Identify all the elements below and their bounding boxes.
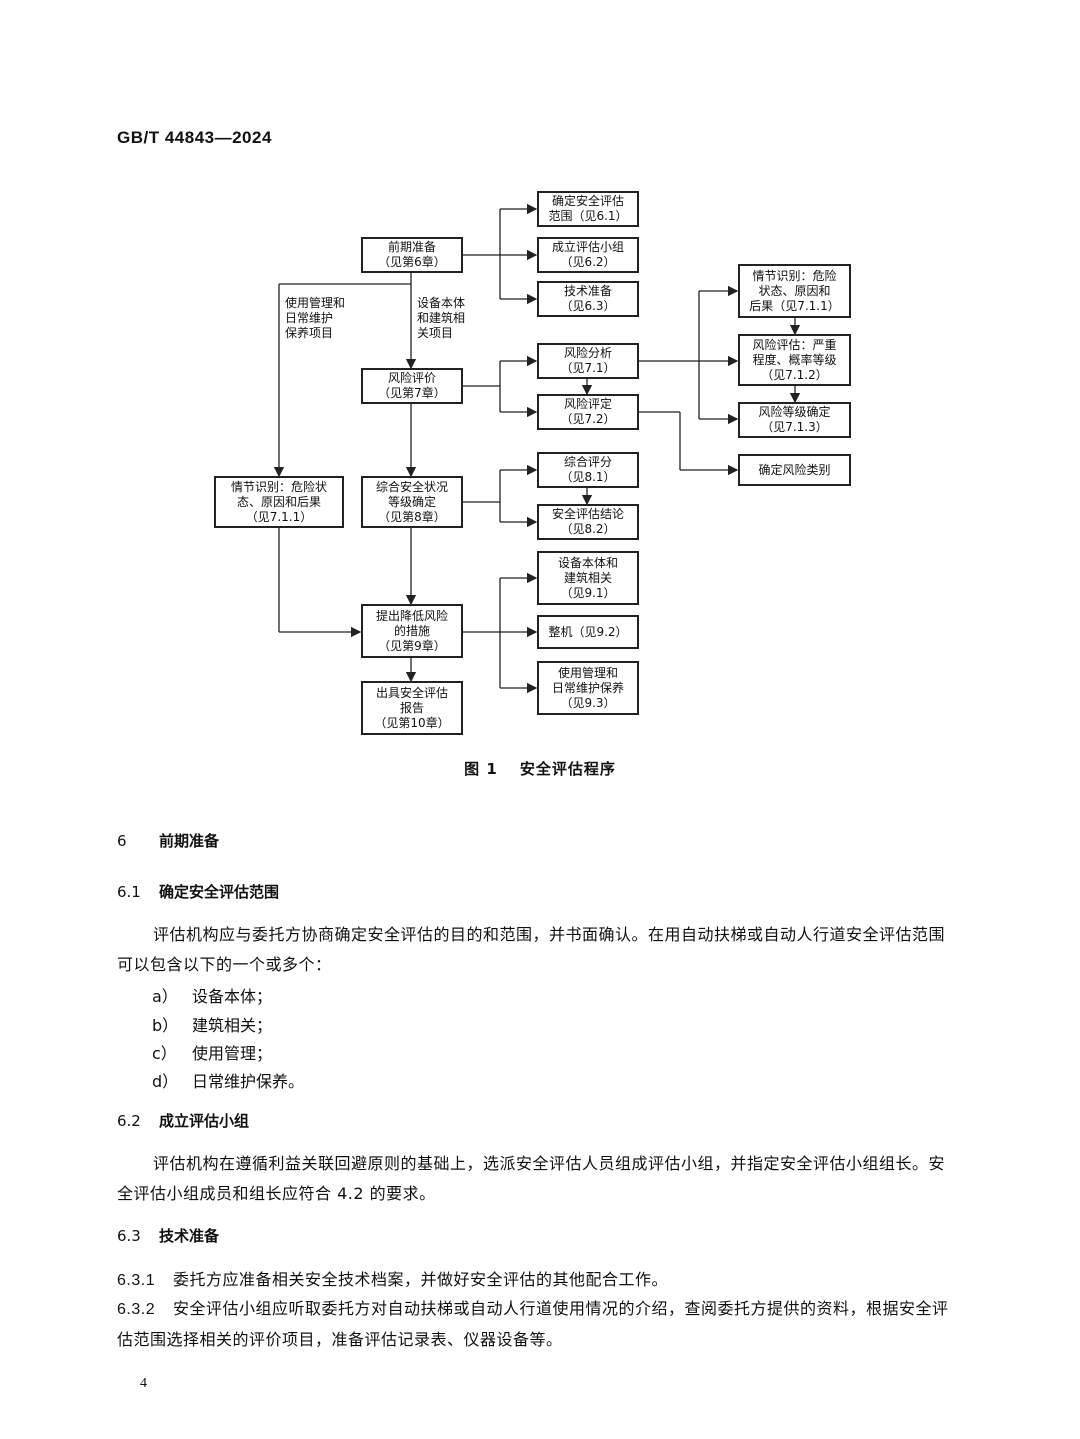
section-title: 成立评估小组 bbox=[159, 1112, 250, 1130]
standard-code: GB/T 44843—2024 bbox=[117, 128, 272, 147]
box-risk-level: 风险等级确定 （见7.1.3） bbox=[738, 402, 851, 438]
figure-caption: 图 1 安全评估程序 bbox=[0, 758, 1080, 779]
section-title: 确定安全评估范围 bbox=[159, 883, 280, 901]
box-measures: 提出降低风险 的措施 （见第9章） bbox=[361, 604, 463, 658]
list-item: a）设备本体； bbox=[152, 987, 273, 1006]
list-item: c）使用管理； bbox=[152, 1044, 273, 1063]
figure-number: 图 1 bbox=[464, 760, 498, 778]
section-6-1-paragraph: 评估机构应与委托方协商确定安全评估的目的和范围，并书面确认。在用自动扶梯或自动人… bbox=[117, 925, 946, 974]
label-mid-branch: 设备本体 和建筑相 关项目 bbox=[417, 296, 466, 340]
section-number: 6 bbox=[117, 832, 127, 850]
figure-title: 安全评估程序 bbox=[519, 760, 616, 778]
box-score: 综合评分 （见8.1） bbox=[537, 452, 639, 488]
section-6-1-heading: 6.1 确定安全评估范围 bbox=[117, 881, 279, 902]
box-risk-analysis: 风险分析 （见7.1） bbox=[537, 343, 639, 379]
box-risk-type: 确定风险类别 bbox=[738, 454, 851, 486]
section-6-heading: 6 前期准备 bbox=[117, 830, 219, 851]
section-6-3-heading: 6.3 技术准备 bbox=[117, 1225, 219, 1246]
box-tech: 技术准备 （见6.3） bbox=[537, 281, 639, 317]
label-left-branch: 使用管理和 日常维护 保养项目 bbox=[285, 296, 346, 340]
box-risk-estimate: 风险评估：严重 程度、概率等级 （见7.1.2） bbox=[738, 334, 851, 386]
section-number: 6.1 bbox=[117, 883, 141, 901]
box-risk-rating: 风险评定 （见7.2） bbox=[537, 394, 639, 430]
section-title: 技术准备 bbox=[159, 1227, 220, 1245]
flowchart-connectors bbox=[273, 203, 801, 694]
box-risk-eval: 风险评价 （见第7章） bbox=[361, 368, 463, 404]
section-6-2-paragraph: 评估机构在遵循利益关联回避原则的基础上，选派安全评估人员组成评估小组，并指定安全… bbox=[117, 1154, 946, 1203]
list-item: b）建筑相关； bbox=[152, 1016, 273, 1035]
box-scope: 确定安全评估 范围（见6.1） bbox=[537, 191, 639, 227]
box-whole: 整机（见9.2） bbox=[537, 615, 639, 649]
box-use-mgmt: 使用管理和 日常维护保养 （见9.3） bbox=[537, 661, 639, 715]
section-number: 6.3 bbox=[117, 1227, 141, 1245]
list-item: d）日常维护保养。 bbox=[152, 1072, 305, 1091]
box-equip-related: 设备本体和 建筑相关 （见9.1） bbox=[537, 551, 639, 605]
section-title: 前期准备 bbox=[159, 832, 220, 850]
box-team: 成立评估小组 （见6.2） bbox=[537, 237, 639, 273]
box-report: 出具安全评估 报告 （见第10章） bbox=[361, 681, 463, 735]
section-number: 6.2 bbox=[117, 1112, 141, 1130]
section-6-2-heading: 6.2 成立评估小组 bbox=[117, 1110, 249, 1131]
page-number: 4 bbox=[140, 1376, 147, 1391]
box-prep: 前期准备 （见第6章） bbox=[361, 237, 463, 273]
box-overall: 综合安全状况 等级确定 （见第8章） bbox=[361, 476, 463, 528]
box-conclusion: 安全评估结论 （见8.2） bbox=[537, 504, 639, 540]
box-scenario-right: 情节识别：危险 状态、原因和 后果（见7.1.1） bbox=[738, 264, 851, 318]
box-scenario-left: 情节识别：危险状 态、原因和后果 （见7.1.1） bbox=[214, 476, 344, 528]
